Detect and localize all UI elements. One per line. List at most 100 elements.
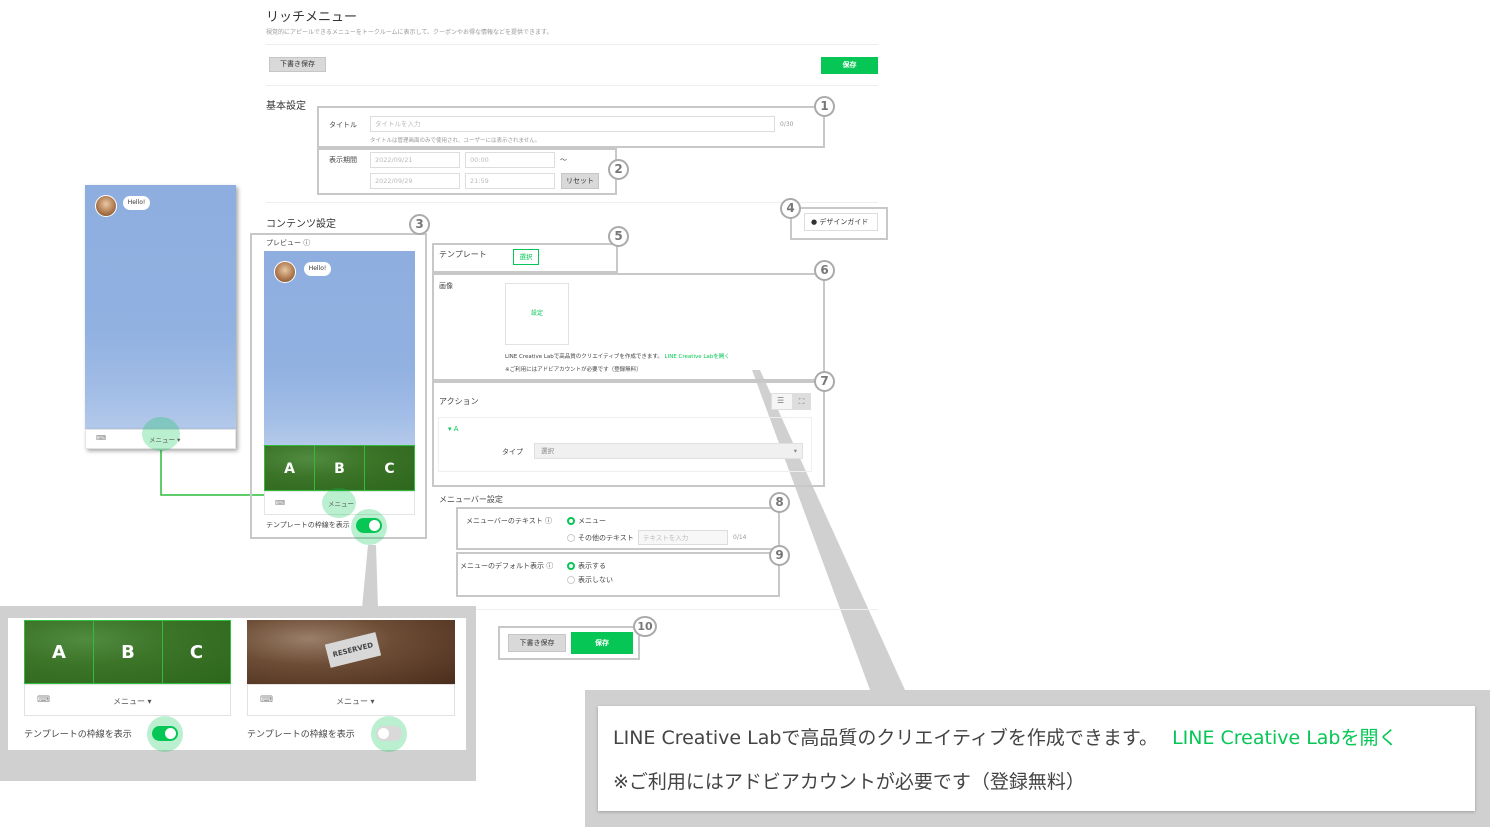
radio-other-text[interactable] <box>567 534 575 542</box>
zoom-toggle-off[interactable] <box>376 726 402 741</box>
design-guide-label: デザインガイド <box>819 218 869 226</box>
template-select-button[interactable]: 選択 <box>513 249 539 265</box>
draft-save-button-bottom[interactable]: 下書き保存 <box>508 634 566 652</box>
preview-cell-a: A <box>264 445 315 491</box>
standalone-menu-label[interactable]: メニュー ▾ <box>149 436 181 444</box>
chat-bubble: Hello! <box>123 196 150 210</box>
other-text-input[interactable]: テキストを入力 <box>638 530 728 545</box>
design-guide-button[interactable]: ● デザインガイド <box>804 213 878 231</box>
highlight-frame-8 <box>456 507 780 550</box>
image-set-button[interactable]: 設定 <box>505 283 569 345</box>
zoom-menubar-plain: ⌨ メニュー ▾ <box>247 684 455 716</box>
keyboard-icon: ⌨ <box>275 499 286 507</box>
save-button-top[interactable]: 保存 <box>821 57 878 74</box>
creative-lab-link[interactable]: LINE Creative Labを開く <box>664 354 730 360</box>
show-frame-toggle[interactable] <box>356 518 382 533</box>
zoom-callout-creative: LINE Creative Labで高品質のクリエイティブを作成できます。 LI… <box>585 690 1490 827</box>
zoom-creative-link[interactable]: LINE Creative Labを開く <box>1172 727 1398 749</box>
zoom-show-frame-label: テンプレートの枠線を表示 <box>24 730 132 740</box>
zoom-menubar-with-grid: ⌨ メニュー ▾ <box>24 684 231 716</box>
menubar-settings-heading: メニューバー設定 <box>439 495 503 504</box>
save-button-bottom[interactable]: 保存 <box>571 632 633 654</box>
avatar <box>274 261 296 283</box>
start-date-input[interactable]: 2022/09/21 <box>370 152 460 168</box>
zoom-account-note: ※ご利用にはアドビアカウントが必要です（登録無料） <box>613 771 1085 793</box>
number-badge-10: 10 <box>633 616 657 637</box>
preview-menu-label[interactable]: メニュー <box>328 500 354 508</box>
radio-hide[interactable] <box>567 576 575 584</box>
content-settings-heading: コンテンツ設定 <box>266 219 336 230</box>
divider <box>266 609 878 610</box>
menu-highlight <box>322 488 356 518</box>
number-badge-8: 8 <box>769 492 790 513</box>
help-icon: ⓘ <box>546 562 554 570</box>
template-label: テンプレート <box>439 250 487 259</box>
preview-chat-background: Hello! <box>264 251 415 445</box>
account-note: ※ご利用にはアドビアカウントが必要です（登録無料） <box>505 367 642 373</box>
divider <box>266 44 878 45</box>
fullscreen-icon[interactable]: ⛶ <box>792 394 811 409</box>
view-toggle[interactable]: ☰ ⛶ <box>771 393 811 410</box>
zoom-menu-label[interactable]: メニュー ▾ <box>336 697 375 706</box>
creative-lab-text: LINE Creative Labで高品質のクリエイティブを作成できます。 LI… <box>505 354 730 360</box>
menu-highlight <box>142 417 180 451</box>
number-badge-7: 7 <box>814 371 835 392</box>
help-icon: ⓘ <box>303 239 311 247</box>
number-badge-2: 2 <box>608 159 629 180</box>
menubar-text-label: メニューバーのテキスト ⓘ <box>466 517 552 525</box>
preview-cell-c: C <box>364 445 415 491</box>
zoom-cell-b: B <box>93 620 163 684</box>
type-label: タイプ <box>502 448 523 456</box>
basic-settings-heading: 基本設定 <box>266 101 306 112</box>
radio-show[interactable] <box>567 562 575 570</box>
zoom-cell-c: C <box>162 620 231 684</box>
reserved-sign: RESERVED <box>324 632 382 668</box>
reset-button[interactable]: リセット <box>561 173 599 189</box>
period-label: 表示期間 <box>329 156 357 164</box>
title-help-text: タイトルは管理画面のみで使用され、ユーザーには表示されません。 <box>370 138 541 144</box>
keyboard-icon: ⌨ <box>37 695 50 705</box>
highlight-frame-1 <box>317 106 825 148</box>
start-time-input[interactable]: 00:00 <box>465 152 555 168</box>
number-badge-9: 9 <box>769 545 790 566</box>
radio-other-label: その他のテキスト <box>578 534 634 542</box>
highlight-frame-5 <box>432 243 618 273</box>
zoom-cell-a: A <box>24 620 94 684</box>
zoom-show-frame-label: テンプレートの枠線を表示 <box>247 730 355 740</box>
radio-show-label: 表示する <box>578 562 606 570</box>
draft-save-button-top[interactable]: 下書き保存 <box>269 57 326 72</box>
highlight-frame-9 <box>456 552 780 597</box>
divider <box>266 202 878 203</box>
action-item-a[interactable]: ▾ A <box>448 425 459 433</box>
zoom-callout-toggle: A B C ⌨ メニュー ▾ テンプレートの枠線を表示 RESERVED ⌨ メ… <box>0 606 476 781</box>
highlight-frame-4 <box>790 207 888 240</box>
divider <box>266 85 878 86</box>
action-label: アクション <box>439 397 479 406</box>
end-time-input[interactable]: 21:59 <box>465 173 555 189</box>
type-select[interactable]: 選択 ▾ <box>534 443 803 459</box>
list-icon[interactable]: ☰ <box>777 396 785 405</box>
radio-hide-label: 表示しない <box>578 576 613 584</box>
keyboard-icon: ⌨ <box>260 695 273 705</box>
zoom-menu-label[interactable]: メニュー ▾ <box>113 697 152 706</box>
callout-wedge-left <box>362 545 378 608</box>
highlight-frame-7 <box>432 381 825 487</box>
zoom-creative-line: LINE Creative Labで高品質のクリエイティブを作成できます。 LI… <box>613 727 1398 749</box>
zoom-callout-panel: A B C ⌨ メニュー ▾ テンプレートの枠線を表示 RESERVED ⌨ メ… <box>8 618 466 752</box>
other-text-count: 0/14 <box>733 534 747 541</box>
radio-menu[interactable] <box>567 517 575 525</box>
image-label: 画像 <box>439 282 453 290</box>
highlight-frame-6 <box>432 273 825 381</box>
avatar <box>95 195 117 217</box>
title-input[interactable]: タイトルを入力 <box>370 116 775 132</box>
menu-default-label: メニューのデフォルト表示 ⓘ <box>460 562 554 570</box>
zoom-toggle-on[interactable] <box>152 726 178 741</box>
preview-label: プレビュー ⓘ <box>266 239 311 247</box>
preview-cell-b: B <box>314 445 365 491</box>
end-date-input[interactable]: 2022/09/29 <box>370 173 460 189</box>
title-char-count: 0/30 <box>780 121 794 128</box>
richmenu-image-plain: RESERVED <box>247 620 455 684</box>
zoom-callout-creative-panel: LINE Creative Labで高品質のクリエイティブを作成できます。 LI… <box>598 706 1475 811</box>
number-badge-3: 3 <box>409 214 430 235</box>
highlight-frame-10 <box>498 626 640 660</box>
